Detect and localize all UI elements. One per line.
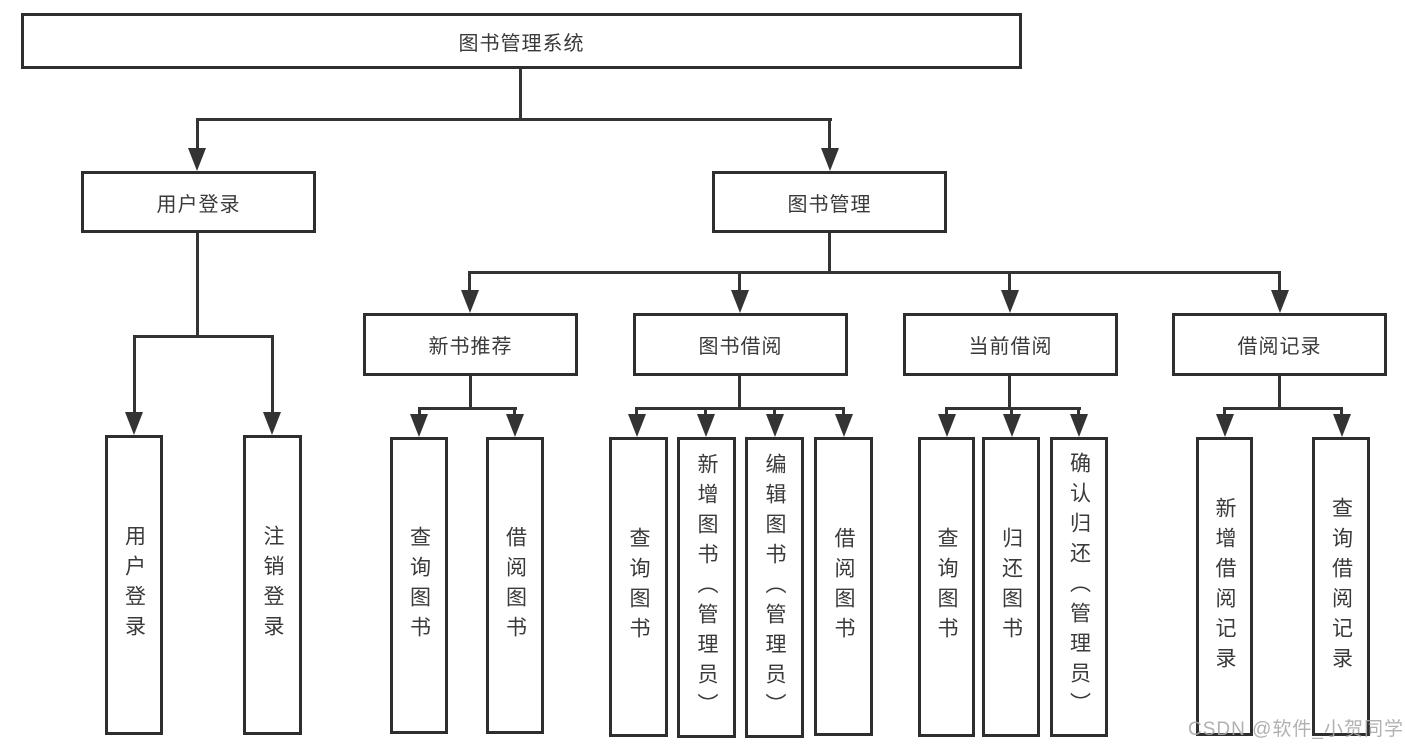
connector-drop bbox=[513, 407, 516, 417]
node-label: 图书管理 bbox=[787, 193, 872, 216]
connector-book-borrow-hline bbox=[635, 407, 845, 410]
leaf-add-books-admin: 新增图书（管理员） bbox=[677, 437, 736, 738]
connector-new-book-stem bbox=[469, 376, 472, 410]
leaf-query-books-recommend: 查询图书 bbox=[390, 437, 448, 734]
leaf-label: 注销登录 bbox=[261, 525, 284, 645]
node-user-login-module: 用户登录 bbox=[81, 171, 316, 233]
connector-borrow-records-stem bbox=[1278, 376, 1281, 410]
arrowhead-down-icon bbox=[125, 412, 143, 435]
connector-root-stem bbox=[519, 69, 522, 120]
arrowhead-down-icon bbox=[1003, 414, 1021, 437]
leaf-return-books: 归还图书 bbox=[982, 437, 1040, 737]
arrowhead-down-icon bbox=[766, 414, 784, 437]
connector-drop-user-login bbox=[196, 118, 199, 150]
connector-drop bbox=[1340, 407, 1343, 417]
leaf-label: 查询图书 bbox=[407, 525, 431, 646]
connector-drop bbox=[773, 407, 776, 417]
connector-drop-new-book bbox=[468, 271, 471, 293]
connector-user-login-hline bbox=[133, 335, 274, 338]
arrowhead-down-icon bbox=[731, 290, 749, 313]
connector-book-management-stem bbox=[828, 233, 831, 273]
node-borrowing-records: 借阅记录 bbox=[1172, 313, 1387, 376]
leaf-label: 新增图书（管理员） bbox=[695, 452, 718, 723]
leaf-query-books-borrow: 查询图书 bbox=[609, 437, 668, 737]
node-library-management-system: 图书管理系统 bbox=[21, 13, 1022, 69]
arrowhead-down-icon bbox=[821, 148, 839, 171]
leaf-query-borrow-record: 查询借阅记录 bbox=[1312, 437, 1370, 736]
leaf-label: 查询借阅记录 bbox=[1329, 496, 1353, 677]
node-label: 用户登录 bbox=[156, 193, 241, 216]
arrowhead-down-icon bbox=[1216, 414, 1234, 437]
leaf-add-borrow-record: 新增借阅记录 bbox=[1196, 437, 1253, 736]
arrowhead-down-icon bbox=[1333, 414, 1351, 437]
connector-drop-current-borrow bbox=[1008, 271, 1011, 293]
connector-level2-hline bbox=[469, 271, 1281, 274]
leaf-query-books-current: 查询图书 bbox=[918, 437, 975, 737]
arrowhead-down-icon bbox=[461, 290, 479, 313]
connector-current-borrow-stem bbox=[1008, 376, 1011, 410]
node-label: 新书推荐 bbox=[428, 336, 513, 358]
arrowhead-down-icon bbox=[697, 414, 715, 437]
arrowhead-down-icon bbox=[1271, 290, 1289, 313]
connector-drop bbox=[842, 407, 845, 417]
node-label: 当前借阅 bbox=[968, 336, 1053, 358]
node-book-borrowing: 图书借阅 bbox=[633, 313, 848, 376]
connector-drop bbox=[635, 407, 638, 417]
leaf-label: 用户登录 bbox=[122, 525, 146, 645]
arrowhead-down-icon bbox=[506, 414, 524, 437]
arrowhead-down-icon bbox=[628, 414, 646, 437]
node-label: 借阅记录 bbox=[1237, 336, 1322, 358]
leaf-logout: 注销登录 bbox=[243, 435, 302, 735]
leaf-label: 查询图书 bbox=[935, 527, 958, 647]
connector-current-borrow-hline bbox=[945, 407, 1081, 410]
connector-drop-book-management bbox=[828, 118, 831, 150]
connector-new-book-hline bbox=[418, 407, 517, 410]
leaf-label: 借阅图书 bbox=[832, 526, 855, 647]
leaf-label: 归还图书 bbox=[999, 527, 1023, 647]
node-label: 图书管理系统 bbox=[458, 32, 585, 55]
leaf-label: 借阅图书 bbox=[503, 525, 527, 646]
leaf-label: 编辑图书（管理员） bbox=[763, 452, 786, 723]
leaf-label: 确认归还（管理员） bbox=[1067, 452, 1091, 722]
node-new-book-recommendation: 新书推荐 bbox=[363, 313, 578, 376]
arrowhead-down-icon bbox=[188, 148, 206, 171]
connector-drop-leaf-logout bbox=[271, 335, 274, 413]
connector-level1-hline bbox=[196, 118, 832, 121]
connector-book-borrow-stem bbox=[738, 376, 741, 410]
arrowhead-down-icon bbox=[263, 412, 281, 435]
leaf-borrow-books: 借阅图书 bbox=[814, 437, 873, 736]
arrowhead-down-icon bbox=[1001, 290, 1019, 313]
node-book-management-module: 图书管理 bbox=[712, 171, 947, 233]
leaf-confirm-return-admin: 确认归还（管理员） bbox=[1050, 437, 1108, 737]
leaf-edit-books-admin: 编辑图书（管理员） bbox=[745, 437, 804, 738]
node-current-borrowing: 当前借阅 bbox=[903, 313, 1118, 376]
leaf-label: 查询图书 bbox=[627, 527, 650, 647]
connector-borrow-records-hline bbox=[1223, 407, 1343, 410]
node-label: 图书借阅 bbox=[698, 336, 783, 358]
connector-drop bbox=[1010, 407, 1013, 417]
connector-drop bbox=[704, 407, 707, 417]
arrowhead-down-icon bbox=[835, 414, 853, 437]
arrowhead-down-icon bbox=[1070, 414, 1088, 437]
leaf-label: 新增借阅记录 bbox=[1213, 496, 1236, 677]
connector-user-login-stem bbox=[196, 233, 199, 337]
connector-drop bbox=[418, 407, 421, 417]
connector-drop bbox=[1223, 407, 1226, 417]
connector-drop-leaf-user-login bbox=[133, 335, 136, 413]
connector-drop bbox=[945, 407, 948, 417]
connector-drop bbox=[1077, 407, 1080, 417]
leaf-borrow-books-recommend: 借阅图书 bbox=[486, 437, 544, 734]
connector-drop-borrow-records bbox=[1278, 271, 1281, 293]
arrowhead-down-icon bbox=[410, 414, 428, 437]
leaf-user-login: 用户登录 bbox=[105, 435, 163, 735]
arrowhead-down-icon bbox=[938, 414, 956, 437]
connector-drop-book-borrow bbox=[738, 271, 741, 293]
